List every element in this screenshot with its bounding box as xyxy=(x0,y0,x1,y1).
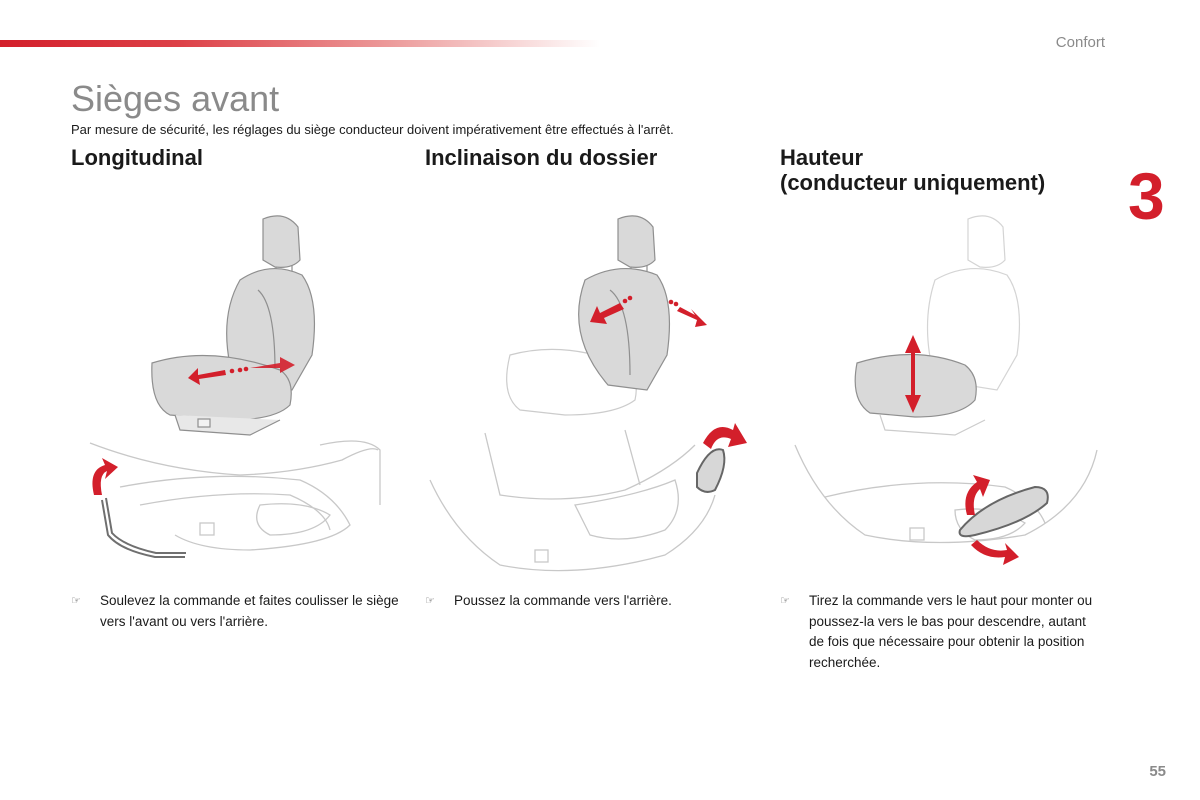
lever-icon xyxy=(696,448,726,493)
instruction-hauteur-text: Tirez la commande vers le haut pour mont… xyxy=(809,593,1093,670)
heading-longitudinal: Longitudinal xyxy=(71,145,203,170)
seat-frame-detail xyxy=(794,444,1098,544)
cushion-icon xyxy=(854,353,977,418)
down-arrow-icon xyxy=(971,540,1019,565)
header-accent-bar xyxy=(0,40,600,47)
seat-icon xyxy=(506,348,637,416)
seat-icon xyxy=(151,215,316,436)
page-title: Sièges avant xyxy=(71,78,280,119)
seat-recline-illustration xyxy=(429,215,747,572)
up-arrow-icon xyxy=(965,475,990,515)
backrest-icon xyxy=(578,215,671,391)
instruction-longitudinal-text: Soulevez la commande et faites coulisser… xyxy=(100,593,399,629)
instruction-inclinaison-text: Poussez la commande vers l'arrière. xyxy=(454,593,672,608)
red-direction-arrow xyxy=(590,295,707,327)
pointing-hand-icon: ☞ xyxy=(425,595,435,607)
seat-frame-detail xyxy=(89,440,381,551)
heading-inclinaison: Inclinaison du dossier xyxy=(425,145,657,170)
chapter-number: 3 xyxy=(1128,159,1165,233)
instruction-inclinaison: ☞ Poussez la commande vers l'arrière. xyxy=(425,591,755,612)
heading-hauteur: Hauteur (conducteur uniquement) xyxy=(780,145,1045,195)
red-direction-arrow xyxy=(188,357,295,385)
seat-frame-detail xyxy=(429,429,716,572)
instruction-hauteur: ☞ Tirez la commande vers le haut pour mo… xyxy=(780,591,1100,673)
heading-longitudinal-text: Longitudinal xyxy=(71,145,203,170)
section-label: Confort xyxy=(1055,34,1105,51)
release-bar-icon xyxy=(101,497,186,558)
lift-arrow-icon xyxy=(92,458,118,495)
heading-hauteur-line2: (conducteur uniquement) xyxy=(780,170,1046,195)
push-arrow-icon xyxy=(703,423,747,449)
red-direction-arrow xyxy=(905,335,921,413)
lever-icon xyxy=(958,485,1049,538)
seat-longitudinal-illustration xyxy=(89,215,381,558)
seat-height-illustration xyxy=(794,215,1098,565)
pointing-hand-icon: ☞ xyxy=(780,595,790,607)
seat-icon xyxy=(926,215,1021,391)
pointing-hand-icon: ☞ xyxy=(71,595,81,607)
intro-text: Par mesure de sécurité, les réglages du … xyxy=(71,122,674,137)
heading-inclinaison-text: Inclinaison du dossier xyxy=(425,145,658,170)
seat-base-outline xyxy=(879,414,986,436)
heading-hauteur-line1: Hauteur xyxy=(780,145,864,170)
instruction-longitudinal: ☞ Soulevez la commande et faites couliss… xyxy=(71,591,401,632)
page-number: 55 xyxy=(1149,763,1166,780)
